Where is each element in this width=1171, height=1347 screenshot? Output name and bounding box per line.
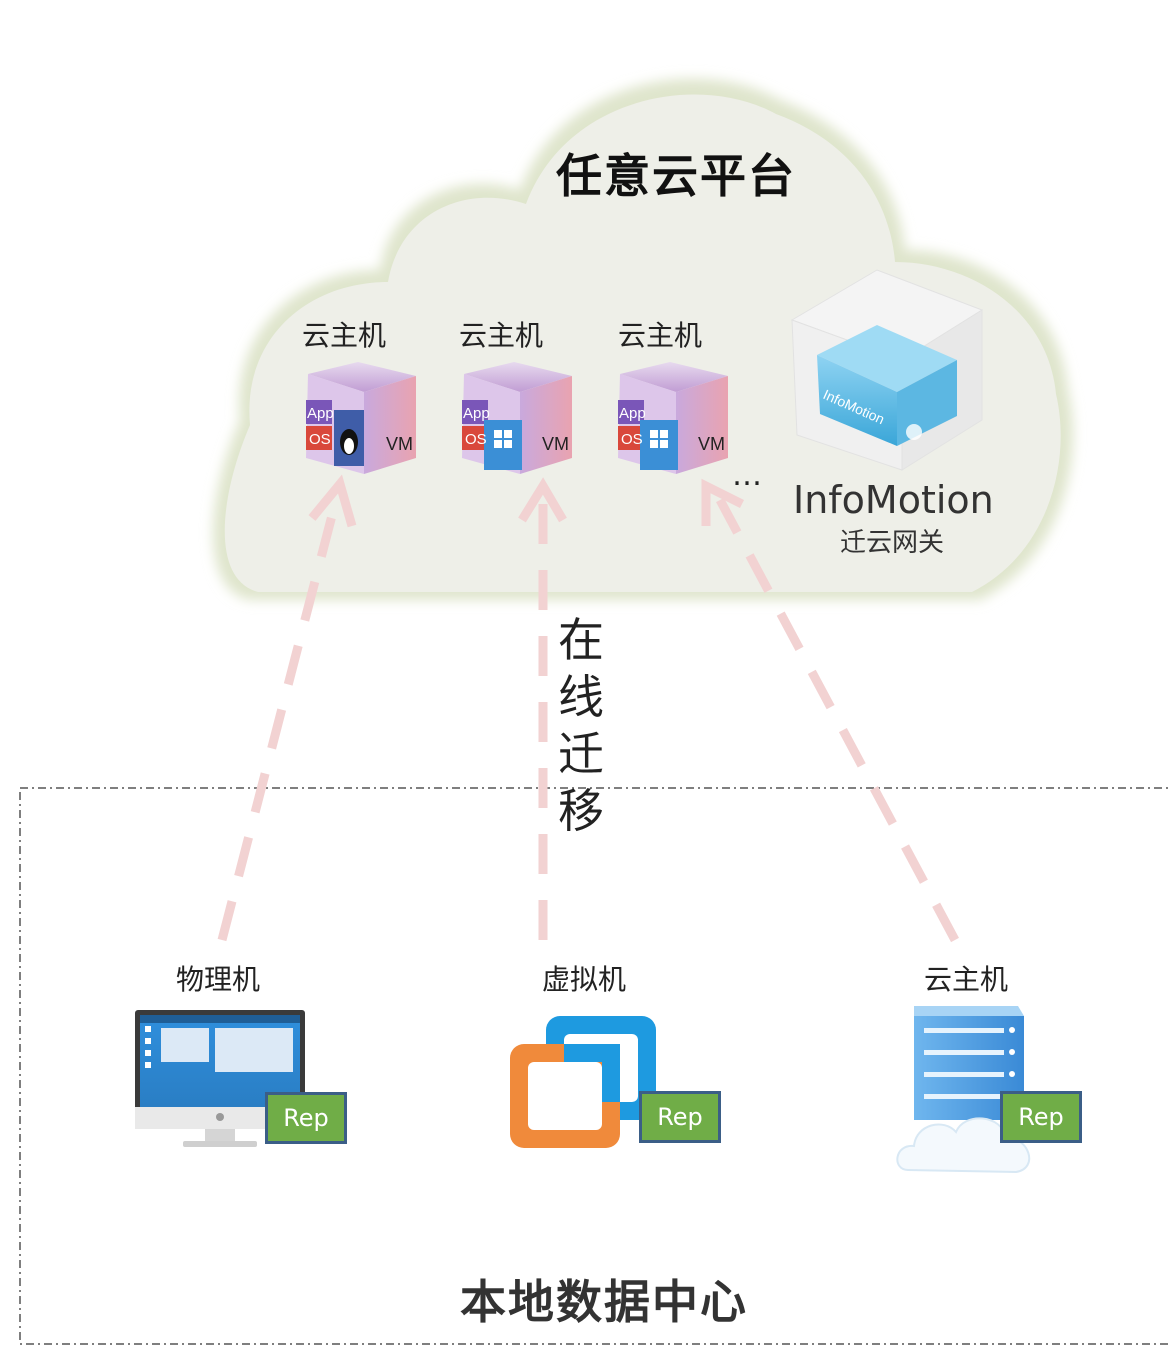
arrow-cloud-line (716, 497, 959, 943)
svg-text:App: App (307, 405, 334, 422)
vm-box-icon (462, 362, 572, 474)
cloud-shape (213, 78, 1074, 601)
vmware-logo-icon (510, 1016, 656, 1148)
vm-label-3: 云主机 (618, 319, 703, 352)
svg-text:VM: VM (386, 434, 413, 454)
vm-box-icon (306, 362, 416, 474)
vm-box-icon (618, 362, 728, 474)
svg-text:OS: OS (621, 431, 643, 448)
svg-text:OS: OS (465, 431, 487, 448)
arrow-physical-head (308, 474, 357, 528)
infomotion-gateway-icon: InfoMotion (790, 269, 984, 471)
local-datacenter-title: 本地数据中心 (460, 1275, 748, 1329)
rep-badge-virtual: Rep (639, 1091, 721, 1143)
svg-text:App: App (619, 405, 646, 422)
gateway-subtitle: 迁云网关 (840, 528, 945, 558)
local-datacenter-border (19, 787, 1171, 1345)
arrow-virtual-head (518, 477, 567, 523)
vm-box-texts: App OS VM App OS VM App OS VM (307, 405, 725, 454)
arrow-physical-line (217, 498, 341, 942)
arrow-cloud-head (701, 478, 745, 526)
online-migration-label: 在线迁移 (558, 613, 604, 838)
svg-text:VM: VM (698, 434, 725, 454)
svg-text:OS: OS (309, 431, 331, 448)
vm-label-1: 云主机 (302, 319, 387, 352)
svg-text:VM: VM (542, 434, 569, 454)
migration-arrows (217, 474, 959, 943)
rep-badge-cloud: Rep (1000, 1091, 1082, 1143)
svg-text:App: App (463, 405, 490, 422)
source-label-cloud: 云主机 (924, 963, 1009, 996)
source-label-physical: 物理机 (176, 963, 261, 996)
cloud-platform-title: 任意云平台 (556, 149, 796, 203)
desktop-monitor-icon (135, 1010, 305, 1147)
rep-badge-physical: Rep (265, 1092, 347, 1144)
more-vms-ellipsis: … (732, 458, 763, 493)
source-label-virtual: 虚拟机 (542, 963, 627, 996)
vm-label-2: 云主机 (459, 319, 544, 352)
gateway-name: InfoMotion (793, 478, 994, 522)
cloud-server-icon (896, 1006, 1030, 1174)
